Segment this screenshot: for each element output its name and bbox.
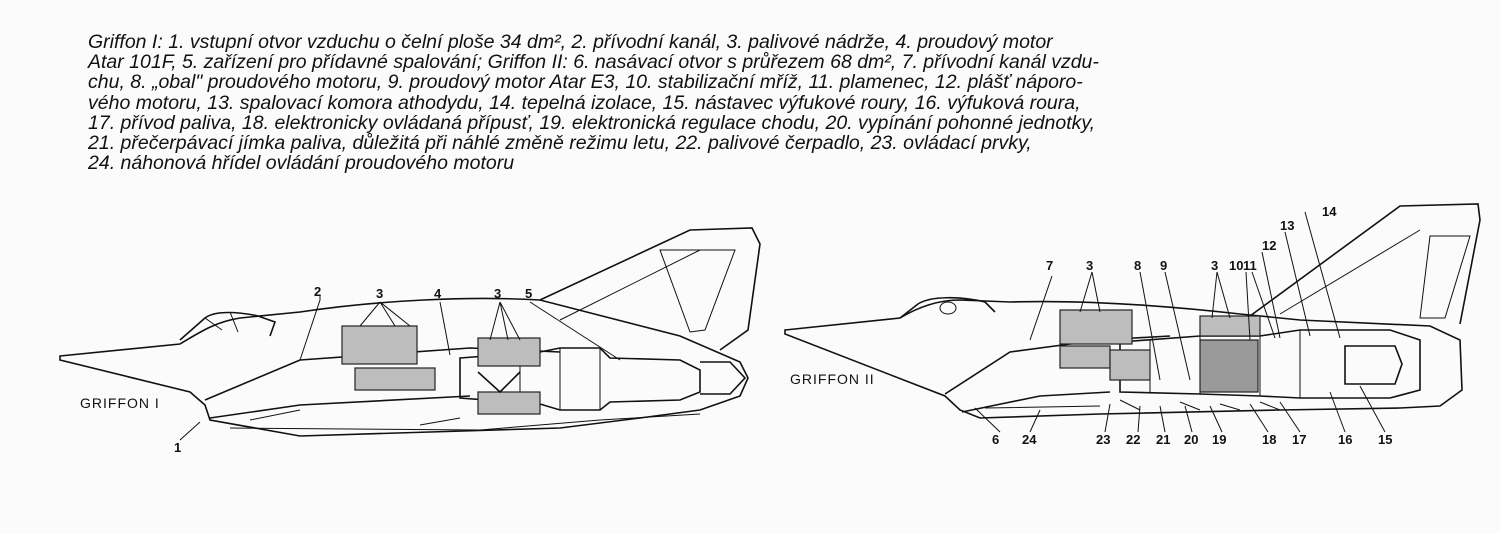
label-3: 3 bbox=[376, 286, 383, 301]
label-3: 3 bbox=[1211, 258, 1218, 273]
griffon-2-engine bbox=[1119, 329, 1421, 399]
label-19: 19 bbox=[1212, 432, 1226, 447]
caption-line: Griffon I: 1. vstupní otvor vzduchu o če… bbox=[88, 31, 1053, 53]
griffon-1-fuselage bbox=[59, 297, 749, 437]
label-21: 21 bbox=[1156, 432, 1170, 447]
label-9: 9 bbox=[1160, 258, 1167, 273]
label-8: 8 bbox=[1134, 258, 1141, 273]
griffon-2-drawing: 7 3 8 9 3 10 11 12 13 14 6 24 23 22 21 2… bbox=[784, 203, 1481, 447]
caption: Griffon I: 1. vstupní otvor vzduchu o če… bbox=[88, 31, 1483, 175]
label-15: 15 bbox=[1378, 432, 1392, 447]
label-22: 22 bbox=[1126, 432, 1140, 447]
caption-line: vého motoru, 13. spalovací komora athody… bbox=[88, 91, 1081, 114]
label-13: 13 bbox=[1280, 218, 1294, 233]
caption-line: 21. přečerpávací jímka paliva, důležitá … bbox=[88, 132, 1032, 155]
label-23: 23 bbox=[1096, 432, 1110, 447]
caption-line: 24. náhonová hřídel ovládání proudového … bbox=[88, 152, 515, 175]
label-24: 24 bbox=[1022, 432, 1037, 447]
label-6: 6 bbox=[992, 432, 999, 447]
griffon-2-tail-fin bbox=[1249, 203, 1481, 325]
label-16: 16 bbox=[1338, 432, 1352, 447]
label-1: 1 bbox=[174, 440, 181, 455]
label-10: 10 bbox=[1229, 258, 1243, 273]
griffon-2-fuselage bbox=[784, 299, 1463, 419]
griffon-2-fuel-tank bbox=[1199, 339, 1259, 393]
label-5: 5 bbox=[525, 286, 532, 301]
griffon-2-fuel-tank bbox=[1199, 315, 1261, 337]
griffon-2-canopy bbox=[899, 296, 996, 319]
griffon-1-fuel-tank bbox=[477, 337, 541, 367]
griffon-1-fuel-tank bbox=[341, 325, 418, 365]
griffon-2-fuel-tank bbox=[1059, 309, 1133, 345]
caption-line: chu, 8. „obal" proudového motoru, 9. pro… bbox=[88, 71, 1083, 94]
label-12: 12 bbox=[1262, 238, 1276, 253]
griffon-2-title: GRIFFON II bbox=[790, 371, 875, 387]
label-3: 3 bbox=[494, 286, 501, 301]
label-7: 7 bbox=[1046, 258, 1053, 273]
label-3: 3 bbox=[1086, 258, 1093, 273]
griffon-2-fuel-tank bbox=[1059, 345, 1111, 369]
caption-line: 17. přívod paliva, 18. elektronicky ovlá… bbox=[88, 111, 1096, 134]
griffon-1-drawing: 2 3 4 3 5 1 GRIFFON I bbox=[59, 227, 761, 455]
griffon-1-fuel-tank bbox=[477, 391, 541, 415]
griffon-1-canopy bbox=[179, 311, 277, 341]
label-18: 18 bbox=[1262, 432, 1276, 447]
label-2: 2 bbox=[314, 284, 321, 299]
label-20: 20 bbox=[1184, 432, 1198, 447]
griffon-1-tail-fin bbox=[539, 227, 761, 351]
griffon-2-intake-duct bbox=[944, 335, 1171, 395]
griffon-1-title: GRIFFON I bbox=[80, 395, 160, 411]
griffon-2-fuel-tank bbox=[1109, 349, 1151, 381]
griffon-1-engine bbox=[459, 347, 701, 411]
label-11: 11 bbox=[1243, 258, 1257, 273]
griffon-1-fuel-tank bbox=[354, 367, 436, 391]
label-14: 14 bbox=[1322, 204, 1337, 219]
label-17: 17 bbox=[1292, 432, 1306, 447]
label-4: 4 bbox=[434, 286, 442, 301]
caption-line: Atar 101F, 5. zařízení pro přídavné spal… bbox=[88, 51, 1099, 74]
